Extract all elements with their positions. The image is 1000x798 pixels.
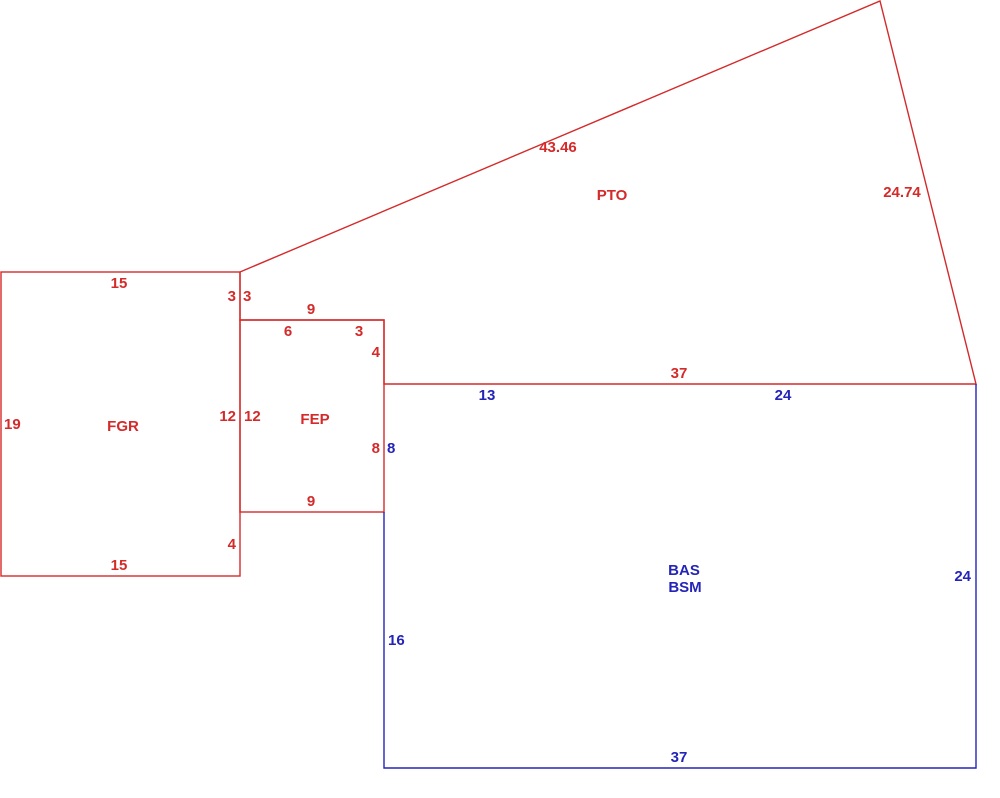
area-pto: PTO 43.46 24.74 37 xyxy=(239,0,977,385)
fgr-dim-right-upper: 3 xyxy=(228,288,236,305)
pto-label: PTO xyxy=(597,187,628,204)
fgr-dim-top: 15 xyxy=(111,275,128,292)
pto-dim-diagonal-left: 43.46 xyxy=(539,139,577,156)
fep-dim-right-lower: 8 xyxy=(372,440,380,457)
bas-label-line1: BAS xyxy=(668,562,700,579)
fgr-dim-left: 19 xyxy=(4,416,21,433)
fep-dim-top: 9 xyxy=(307,301,315,318)
bas-dim-left-lower: 16 xyxy=(388,632,405,649)
bas-dim-right: 24 xyxy=(954,568,971,585)
fep-dim-right-upper: 4 xyxy=(372,344,381,361)
area-bas: BAS BSM 13 24 24 37 8 16 xyxy=(383,384,977,769)
fep-dim-bottom: 9 xyxy=(307,493,315,510)
fep-label: FEP xyxy=(300,411,329,428)
fgr-dim-bottom: 15 xyxy=(111,557,128,574)
fgr-dim-right-middle: 12 xyxy=(219,408,236,425)
bas-dim-top-left: 13 xyxy=(479,387,496,404)
pto-dim-bottom: 37 xyxy=(671,365,688,382)
bas-dim-top-right: 24 xyxy=(775,387,792,404)
area-fep: FEP 9 9 3 12 4 8 6 3 xyxy=(239,288,385,513)
fep-dim-left-middle: 12 xyxy=(244,408,261,425)
fep-dim-left-upper: 3 xyxy=(243,288,251,305)
fgr-label: FGR xyxy=(107,418,139,435)
bas-outline xyxy=(383,384,977,769)
area-fgr: FGR 15 15 19 3 12 4 xyxy=(0,271,241,577)
pto-dim-diagonal-right: 24.74 xyxy=(883,184,921,201)
bas-dim-left-upper: 8 xyxy=(387,440,395,457)
bas-dim-bottom: 37 xyxy=(671,749,688,766)
fep-dim-inner-top-right: 3 xyxy=(355,323,363,340)
pto-outline xyxy=(239,0,977,385)
fep-dim-inner-top-left: 6 xyxy=(284,323,292,340)
fgr-dim-right-lower: 4 xyxy=(228,536,237,553)
bas-label-line2: BSM xyxy=(668,579,701,596)
